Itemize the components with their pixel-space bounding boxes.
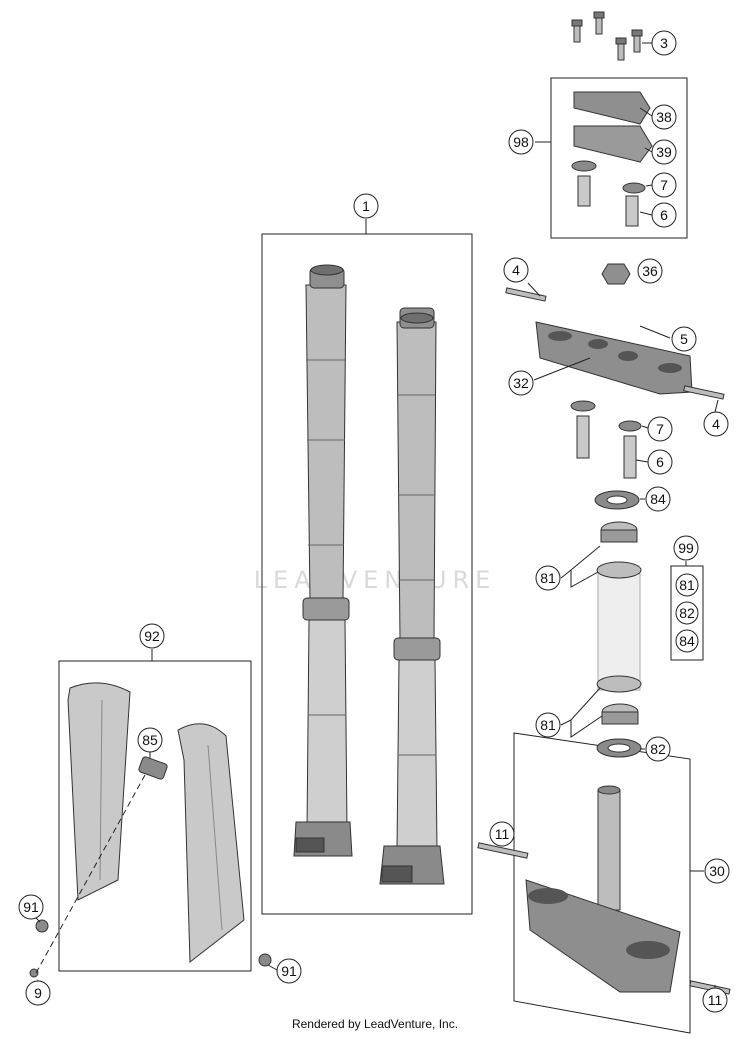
callout-91-right[interactable]: 91 — [276, 958, 302, 984]
callout-label: 99 — [678, 540, 694, 556]
callout-4-left[interactable]: 4 — [503, 257, 529, 283]
callout-label: 84 — [650, 491, 666, 507]
guard-screw-right[interactable] — [258, 953, 272, 967]
callout-label: 4 — [512, 262, 520, 278]
callout-82-kit[interactable]: 82 — [675, 601, 699, 625]
callout-5[interactable]: 5 — [671, 326, 697, 352]
callout-9[interactable]: 9 — [25, 980, 51, 1006]
dust-seal-top[interactable] — [594, 490, 640, 510]
callout-label: 92 — [144, 628, 160, 644]
footer-credit: Rendered by LeadVenture, Inc. — [291, 1017, 459, 1031]
callout-81-bottom[interactable]: 81 — [535, 712, 561, 738]
callout-98[interactable]: 98 — [508, 129, 534, 155]
callout-label: 3 — [660, 35, 668, 51]
callout-label: 84 — [679, 633, 695, 649]
callout-81-top[interactable]: 81 — [535, 565, 561, 591]
callout-84-kit[interactable]: 84 — [675, 629, 699, 653]
bearing-top[interactable] — [600, 521, 638, 543]
callout-84[interactable]: 84 — [645, 486, 671, 512]
handlebar-clamp-top[interactable] — [573, 91, 651, 125]
steering-head-tube — [596, 561, 642, 693]
callout-99[interactable]: 99 — [673, 535, 699, 561]
callout-label: 91 — [281, 963, 297, 979]
callout-label: 91 — [23, 899, 39, 915]
guard-screw-small[interactable] — [29, 968, 39, 978]
group-frames — [58, 77, 704, 1034]
callout-4-right[interactable]: 4 — [703, 411, 729, 437]
callout-1[interactable]: 1 — [353, 193, 379, 219]
callout-38[interactable]: 38 — [651, 104, 677, 130]
callout-6-top[interactable]: 6 — [651, 202, 677, 228]
pinch-bolts-upper[interactable] — [505, 287, 725, 400]
callout-label: 39 — [656, 144, 672, 160]
handlebar-clamp-bottom[interactable] — [573, 125, 653, 163]
callout-label: 98 — [513, 134, 529, 150]
right-fork-leg[interactable] — [379, 307, 445, 885]
callout-label: 6 — [656, 454, 664, 470]
callout-label: 82 — [650, 741, 666, 757]
fork-assembly-frame — [261, 233, 473, 915]
callout-label: 30 — [709, 863, 725, 879]
callout-7-top[interactable]: 7 — [651, 172, 677, 198]
handlebar-clamp-frame — [550, 77, 688, 239]
callout-label: 1 — [362, 198, 370, 214]
callout-6-middle[interactable]: 6 — [647, 449, 673, 475]
callout-30[interactable]: 30 — [704, 858, 730, 884]
callout-label: 82 — [679, 605, 695, 621]
callout-85[interactable]: 85 — [137, 727, 163, 753]
callout-82-bottom[interactable]: 82 — [645, 736, 671, 762]
fork-guard-left[interactable] — [67, 682, 131, 901]
callout-label: 85 — [142, 732, 158, 748]
dust-seal-bottom[interactable] — [596, 738, 642, 758]
bearing-kit-frame — [670, 565, 704, 661]
upper-triple-clamp[interactable] — [535, 321, 693, 395]
fork-guard-frame — [58, 660, 252, 972]
watermark-text: LEADVENTURE — [253, 566, 497, 594]
callout-label: 81 — [540, 570, 556, 586]
callout-81-kit[interactable]: 81 — [675, 573, 699, 597]
callout-label: 5 — [680, 331, 688, 347]
callout-label: 32 — [513, 375, 529, 391]
callout-32[interactable]: 32 — [508, 370, 534, 396]
callout-39[interactable]: 39 — [651, 139, 677, 165]
lower-triple-clamp-with-stem[interactable] — [525, 785, 681, 993]
callout-92[interactable]: 92 — [139, 623, 165, 649]
callout-label: 81 — [679, 577, 695, 593]
callout-11-bottom[interactable]: 11 — [702, 987, 728, 1013]
guard-screw-left[interactable] — [35, 919, 49, 933]
bearing-bottom[interactable] — [601, 703, 639, 725]
callout-label: 7 — [656, 421, 664, 437]
steering-nut[interactable] — [601, 263, 631, 285]
left-fork-leg[interactable] — [293, 264, 353, 857]
callout-label: 36 — [642, 263, 658, 279]
callout-label: 7 — [660, 177, 668, 193]
callout-label: 4 — [712, 416, 720, 432]
callout-label: 38 — [656, 109, 672, 125]
line-clamp[interactable] — [138, 756, 168, 780]
callout-3[interactable]: 3 — [651, 30, 677, 56]
callout-label: 11 — [495, 826, 510, 842]
callout-11-top[interactable]: 11 — [489, 821, 515, 847]
callout-36[interactable]: 36 — [637, 258, 663, 284]
clamp-rubbers-and-bushings-top[interactable] — [571, 160, 646, 227]
callout-91-left[interactable]: 91 — [18, 894, 44, 920]
callout-label: 81 — [540, 717, 556, 733]
callout-7-middle[interactable]: 7 — [647, 416, 673, 442]
callout-label: 9 — [34, 985, 42, 1001]
callout-label: 11 — [708, 992, 723, 1008]
fork-guard-right[interactable] — [177, 723, 245, 963]
callout-label: 6 — [660, 207, 668, 223]
clamp-rubbers-and-bushings-middle[interactable] — [570, 400, 642, 479]
clamp-bolts[interactable] — [571, 11, 643, 61]
